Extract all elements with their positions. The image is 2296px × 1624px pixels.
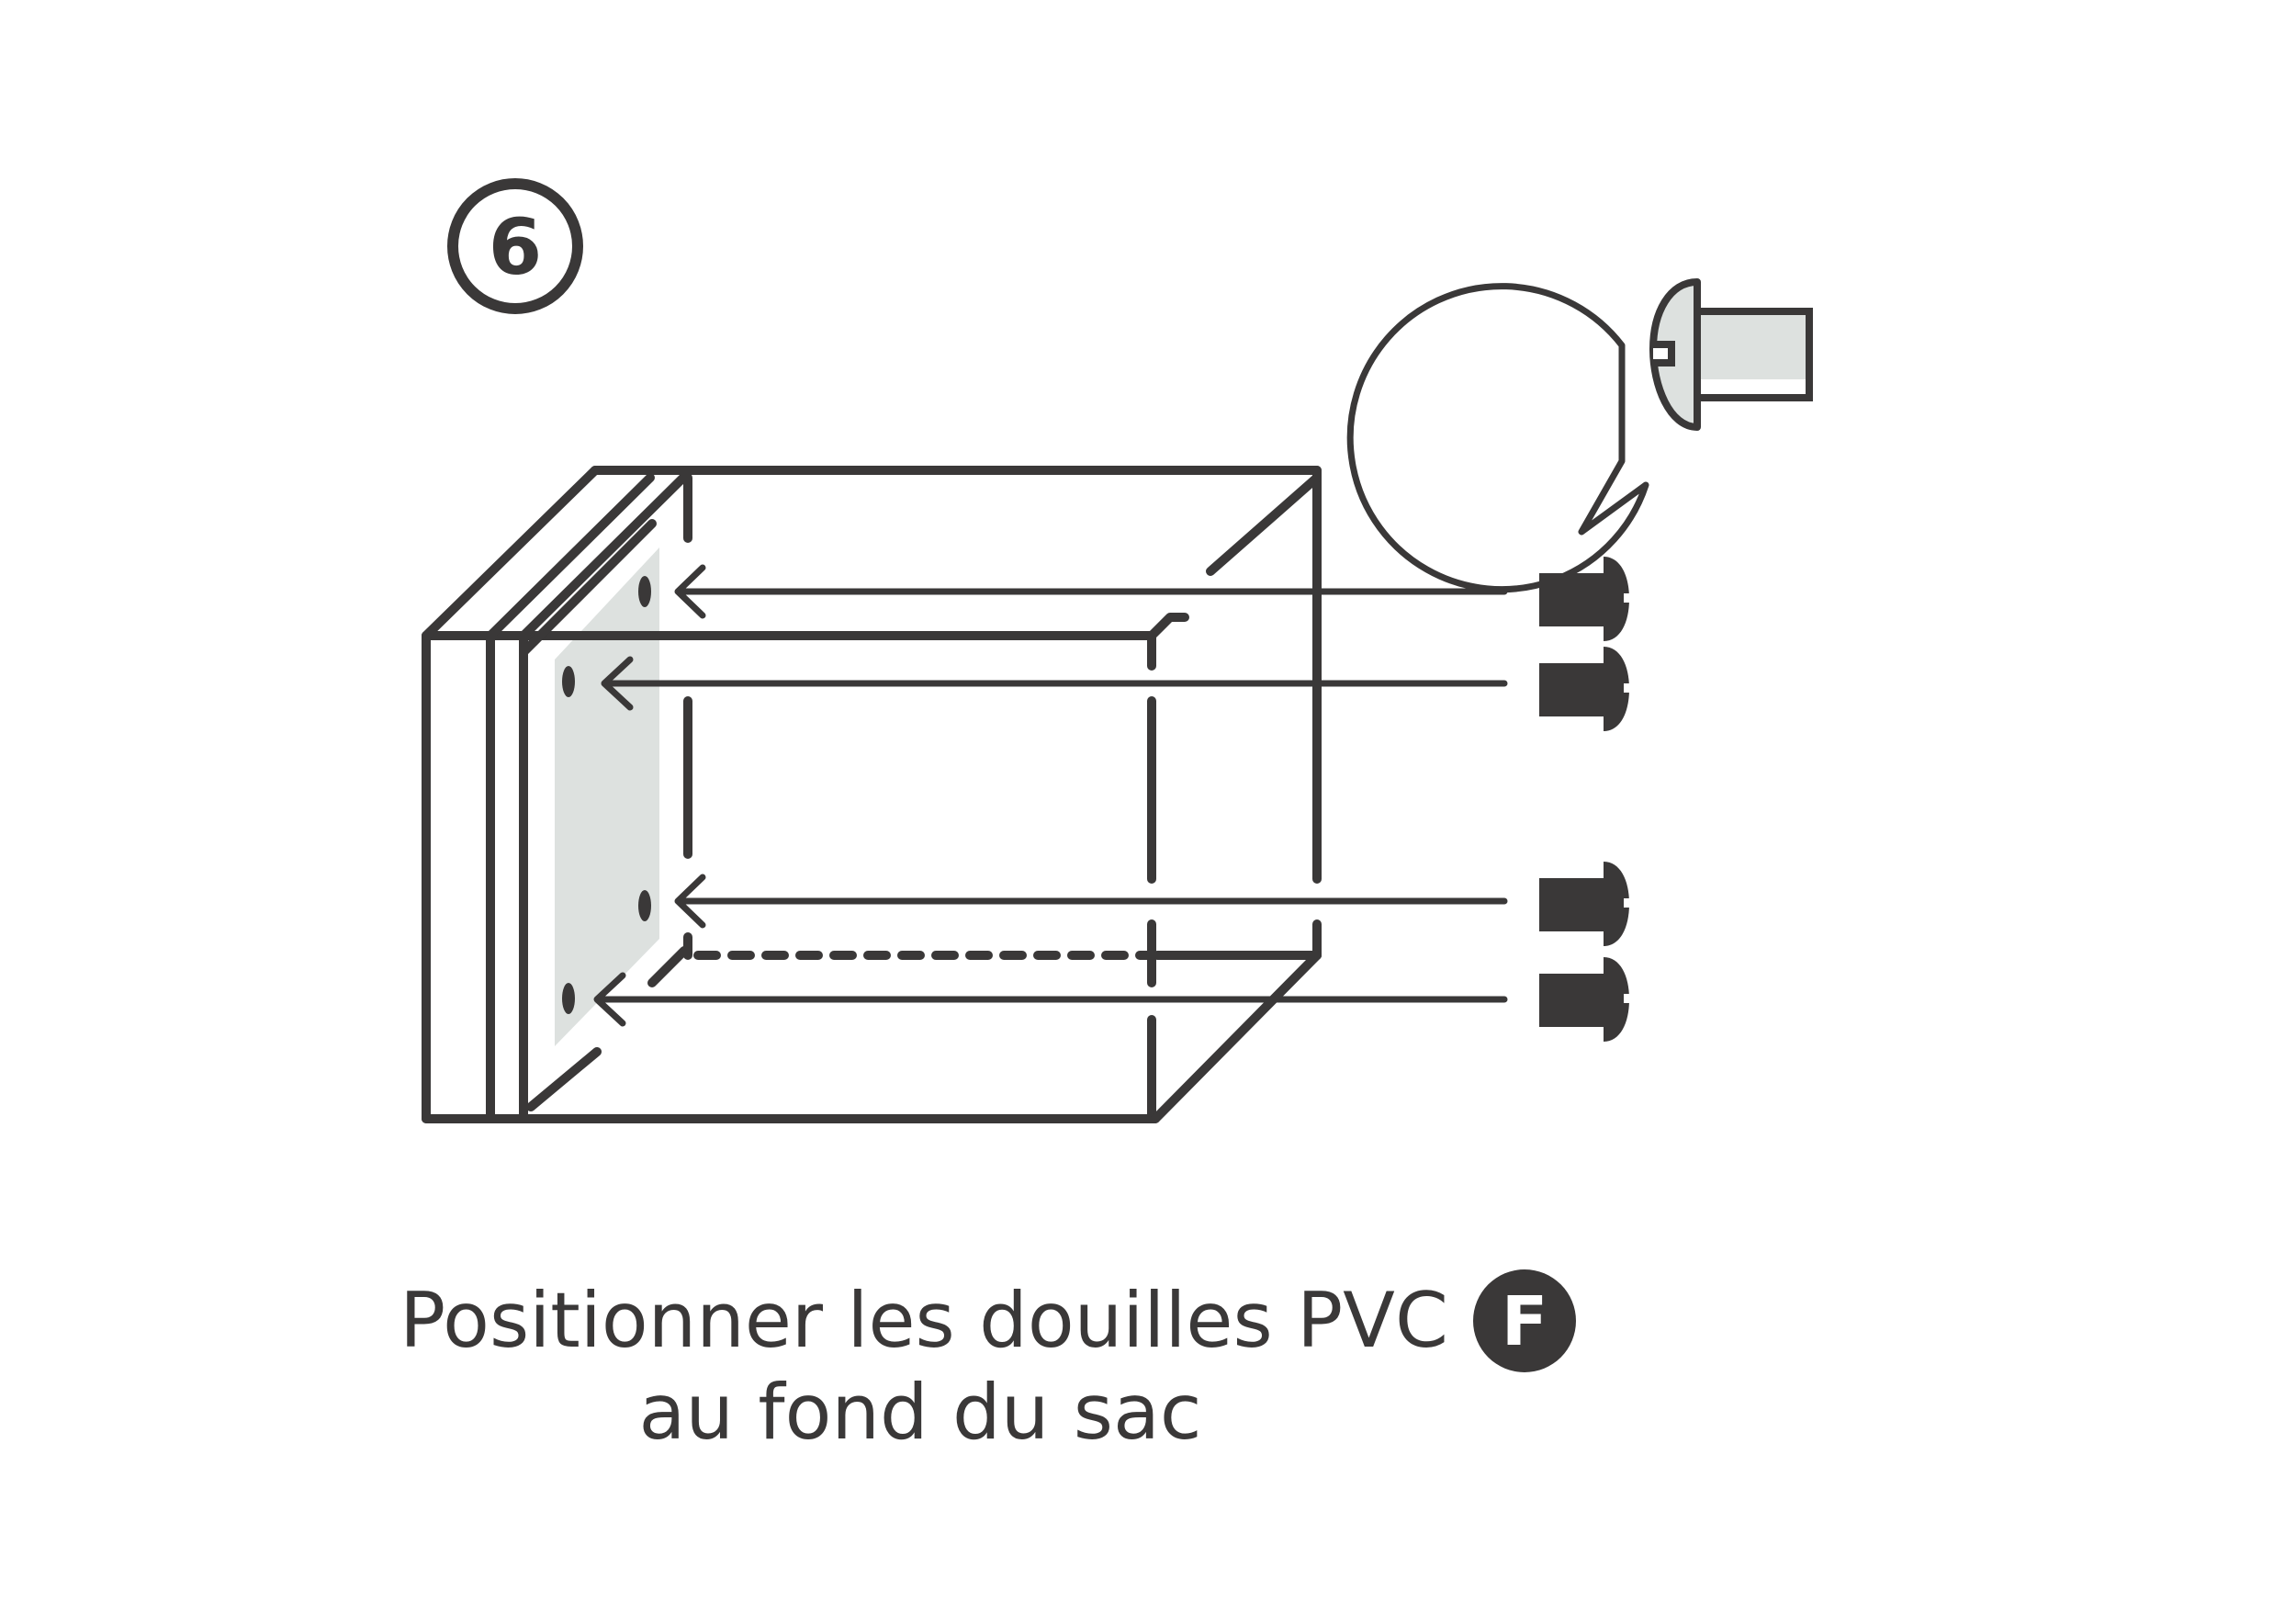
insertion-arrow-icon	[674, 564, 1508, 619]
hole-top-right	[638, 576, 651, 607]
part-badge: F	[1473, 1269, 1576, 1372]
front-top-right-corner	[1147, 613, 1189, 640]
inner-diagonal-bottom-2	[526, 1047, 602, 1111]
top-left-diagonal-1	[422, 466, 600, 640]
top-left-diagonal-2	[486, 473, 655, 640]
hole-bottom-left	[562, 983, 575, 1014]
front-post-outer	[422, 631, 495, 1123]
callout-bushing-detail	[1649, 278, 1813, 431]
insertion-arrow-icon	[593, 972, 1508, 1027]
step-badge-ring	[447, 178, 583, 314]
caption: Positionner les douilles PVC au fond du …	[400, 1269, 1576, 1457]
bottom-right-diagonal	[1151, 951, 1322, 1123]
pvc-bushings	[1539, 557, 1633, 1042]
zoom-callout-bubble-icon	[1346, 278, 1813, 593]
insertion-arrows	[593, 564, 1508, 1027]
filled-circle-letter-icon	[1473, 1269, 1576, 1372]
step-badge: 6	[447, 178, 583, 314]
callout-bubble-outline	[1346, 283, 1649, 593]
insertion-arrow-icon	[674, 874, 1508, 929]
step-number: 6	[489, 202, 542, 292]
hole-bottom-right	[638, 890, 651, 921]
pvc-bushing-icon	[1539, 557, 1633, 641]
caption-line-2: au fond du sac	[639, 1368, 1202, 1457]
bag-frame	[422, 466, 1322, 1123]
bag-bottom-panel	[555, 547, 659, 1046]
pvc-bushing-icon	[1539, 862, 1633, 946]
hole-top-left	[562, 666, 575, 697]
bushing-notch	[1653, 341, 1675, 367]
top-right-diagonal	[1206, 473, 1322, 576]
panel-holes	[562, 576, 651, 1014]
insertion-arrow-icon	[601, 656, 1508, 711]
bushing-sleeve-highlight	[1701, 379, 1806, 394]
part-letter: F	[1502, 1282, 1548, 1361]
inner-diagonal-top	[519, 519, 657, 657]
pvc-bushing-icon	[1539, 647, 1633, 731]
inner-diagonal-bottom-1	[647, 946, 689, 987]
top-left-diagonal-3	[519, 473, 688, 640]
pvc-bushing-icon	[1539, 957, 1633, 1042]
caption-line-1: Positionner les douilles PVC	[400, 1276, 1448, 1365]
front-post-inner	[486, 631, 528, 1123]
